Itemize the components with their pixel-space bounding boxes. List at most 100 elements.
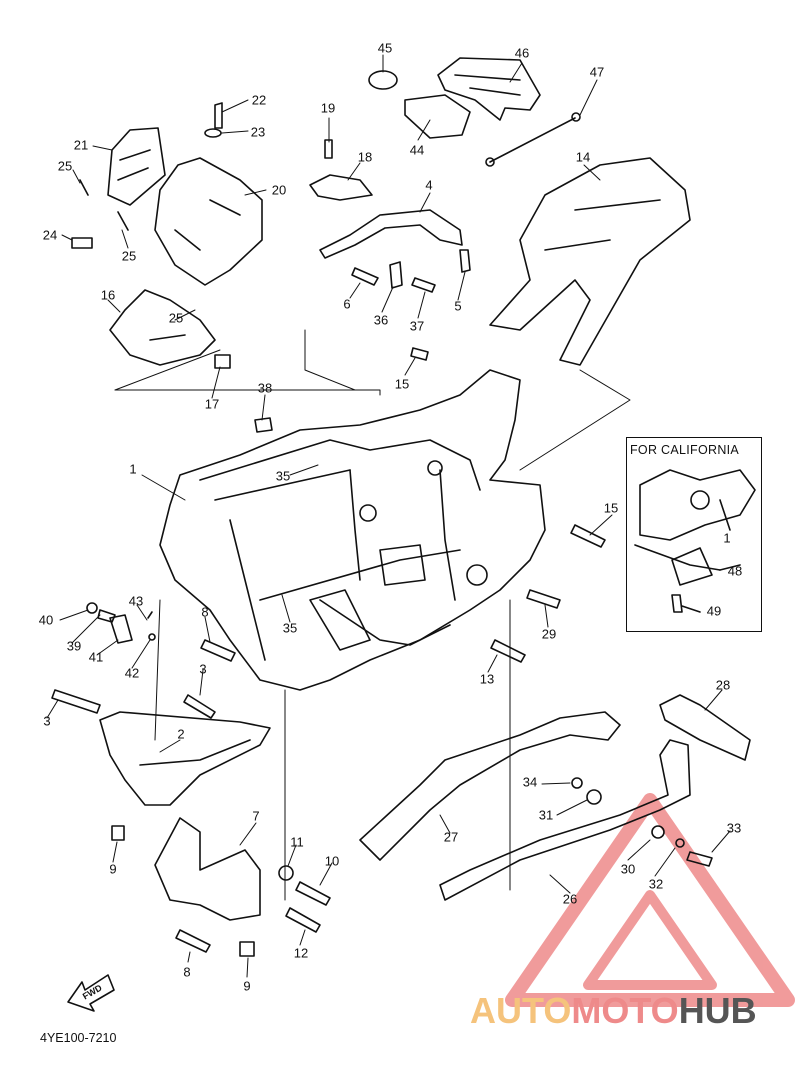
callout-lines <box>46 54 731 978</box>
label-9b: 9 <box>243 978 251 994</box>
label-34: 34 <box>522 774 538 790</box>
part-9b-nut <box>239 941 255 957</box>
part-16-bracket <box>109 289 216 366</box>
label-13: 13 <box>479 671 495 687</box>
label-7: 7 <box>252 808 260 824</box>
label-3b: 3 <box>43 713 51 729</box>
label-33: 33 <box>726 820 742 836</box>
inset-title: FOR CALIFORNIA <box>630 443 740 457</box>
watermark-triangle <box>505 793 795 1007</box>
label-37: 37 <box>409 318 425 334</box>
part-24-bolt <box>71 237 93 249</box>
label-32: 32 <box>648 876 664 892</box>
part-2-footrest <box>99 711 271 806</box>
part-33-bolt <box>686 851 713 867</box>
label-3a: 3 <box>199 661 207 677</box>
part-8-bolt <box>200 639 236 662</box>
part-20-cover <box>154 157 263 286</box>
part-27-guard <box>359 711 621 861</box>
label-41: 41 <box>88 649 104 665</box>
label-22: 22 <box>251 92 267 108</box>
label-18: 18 <box>357 149 373 165</box>
part-44-pad <box>404 94 471 139</box>
part-42-nut <box>148 633 156 641</box>
diagram-code: 4YE100-7210 <box>40 1031 117 1045</box>
part-6-bolt <box>351 267 379 286</box>
part-18-bracket <box>309 174 373 201</box>
part-39-washer <box>97 609 116 623</box>
label-48: 48 <box>727 563 743 579</box>
part-15b-bolt <box>570 524 606 548</box>
label-25c: 25 <box>168 310 184 326</box>
part-1-main-frame <box>159 369 546 691</box>
part-30-washer <box>651 825 665 839</box>
part-43-bolt <box>147 611 153 619</box>
label-35b: 35 <box>282 620 298 636</box>
part-28-rail <box>659 694 751 761</box>
part-26-rail <box>439 739 691 901</box>
label-10: 10 <box>324 853 340 869</box>
watermark-part2: MOTO <box>571 990 679 1031</box>
part-7-bracket <box>154 817 261 921</box>
label-29: 29 <box>541 626 557 642</box>
label-11: 11 <box>290 834 304 850</box>
label-35a: 35 <box>275 468 291 484</box>
part-14-frame <box>489 157 691 366</box>
watermark-part1: AUTO <box>470 990 572 1031</box>
label-1: 1 <box>129 461 137 477</box>
part-32-washer <box>675 838 685 848</box>
part-47-wire <box>489 117 576 163</box>
part-36-clip <box>389 261 403 289</box>
label-26: 26 <box>562 891 578 907</box>
part-40-nut <box>86 602 98 614</box>
label-44: 44 <box>409 142 425 158</box>
label-14: 14 <box>575 149 591 165</box>
label-15b: 15 <box>603 500 619 516</box>
label-21: 21 <box>73 137 89 153</box>
part-46-bracket <box>437 57 541 121</box>
part-17-bolt <box>214 354 231 369</box>
label-23: 23 <box>250 124 266 140</box>
part-21-cover <box>107 127 166 206</box>
part-3a-bolt <box>51 689 101 714</box>
part-11-washer <box>278 865 294 881</box>
part-37-bolt <box>411 277 436 293</box>
label-43: 43 <box>128 593 144 609</box>
label-46: 46 <box>514 45 530 61</box>
part-9a-nut <box>111 825 125 841</box>
label-12: 12 <box>293 945 309 961</box>
part-15-bolt <box>410 347 429 361</box>
part-29-bolt <box>526 589 561 609</box>
label-20: 20 <box>271 182 287 198</box>
label-42: 42 <box>124 665 140 681</box>
part-10-bolt <box>295 881 331 906</box>
label-45: 45 <box>377 40 393 56</box>
label-25b: 25 <box>121 248 137 264</box>
label-49: 49 <box>706 603 722 619</box>
label-6: 6 <box>343 296 351 312</box>
label-40: 40 <box>38 612 54 628</box>
label-19: 19 <box>320 100 336 116</box>
label-1b: 1 <box>723 530 731 546</box>
label-17: 17 <box>204 396 220 412</box>
part-34-nut <box>571 777 583 789</box>
label-47: 47 <box>589 64 605 80</box>
label-31: 31 <box>538 807 554 823</box>
fwd-arrow <box>67 974 115 1012</box>
part-5-bolt <box>459 249 471 273</box>
label-15a: 15 <box>394 376 410 392</box>
part-25-clip <box>79 179 129 231</box>
label-9a: 9 <box>109 861 117 877</box>
label-38: 38 <box>257 380 273 396</box>
part-3b-bolt <box>183 694 216 719</box>
part-45-ring <box>368 70 398 90</box>
part-4-grab-bar <box>319 209 463 259</box>
california-inset <box>626 437 762 632</box>
label-36: 36 <box>373 312 389 328</box>
part-12-bolt <box>285 907 321 933</box>
part-8b-bolt <box>175 929 211 953</box>
label-2: 2 <box>177 726 185 742</box>
label-5: 5 <box>454 298 462 314</box>
watermark-part3: HUB <box>678 990 757 1031</box>
label-4: 4 <box>425 177 433 193</box>
